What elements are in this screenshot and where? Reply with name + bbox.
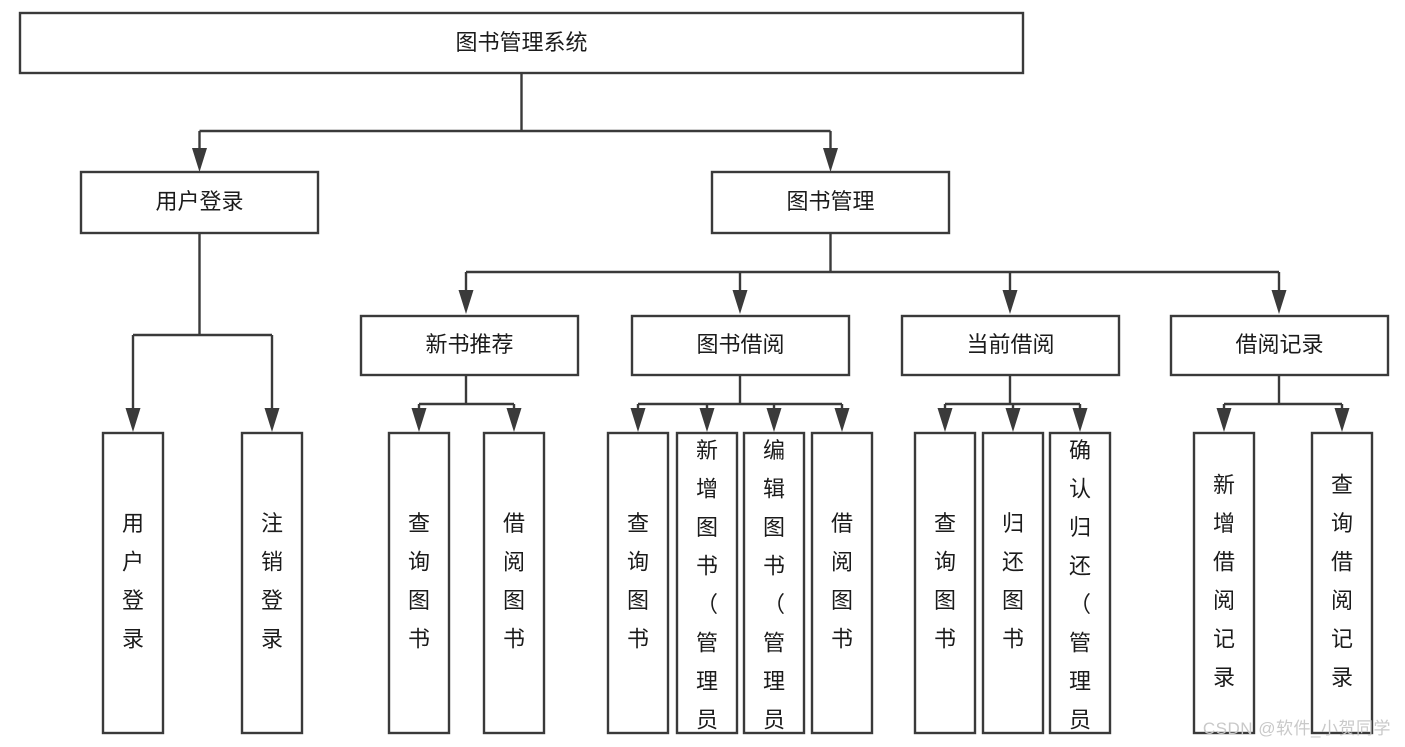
node-leaf-8-label: 借阅图书: [831, 511, 853, 652]
node-leaf-2[interactable]: 注销登录: [240, 431, 304, 735]
node-records-label: 借阅记录: [1235, 332, 1323, 357]
node-login-label: 用户登录: [155, 189, 243, 214]
node-records[interactable]: 借阅记录: [1169, 314, 1390, 377]
node-borrow-label: 图书借阅: [696, 332, 784, 357]
node-leaf-7-label: 编辑图书（管理员）: [763, 438, 785, 747]
node-leaf-4[interactable]: 借阅图书: [482, 431, 546, 735]
node-leaf-6[interactable]: 新增图书（管理员）: [675, 431, 739, 747]
node-leaf-2-label: 注销登录: [261, 511, 283, 652]
connector-group-records-children: [1216, 375, 1350, 432]
node-leaf-13-label: 查询借阅记录: [1331, 473, 1353, 691]
node-leaf-10-label: 归还图书: [1002, 511, 1024, 652]
node-leaf-13-box[interactable]: [1310, 431, 1374, 735]
node-leaf-4-label: 借阅图书: [503, 511, 525, 652]
connector-group-borrow-children: [630, 375, 850, 432]
node-leaf-12-box[interactable]: [1192, 431, 1256, 735]
arrow-head-to-newbook: [458, 290, 474, 314]
node-newbook-label: 新书推荐: [425, 332, 513, 357]
node-newbook[interactable]: 新书推荐: [359, 314, 580, 377]
arrow-head-to-borrow: [732, 290, 748, 314]
node-leaf-3-box[interactable]: [387, 431, 451, 735]
node-leaf-8[interactable]: 借阅图书: [810, 431, 874, 735]
node-newbook-box[interactable]: [359, 314, 580, 377]
node-leaf-1-label: 用户登录: [122, 511, 144, 652]
node-bookmgmt-box[interactable]: [710, 170, 951, 235]
node-leaf-5[interactable]: 查询图书: [606, 431, 670, 735]
arrow-head-to-leaf-9: [937, 408, 953, 432]
node-leaf-13[interactable]: 查询借阅记录: [1310, 431, 1374, 735]
node-leaf-11-label: 确认归还（管理员）: [1069, 438, 1091, 747]
node-bookmgmt-label: 图书管理: [786, 189, 874, 214]
arrow-head-to-leaf-4: [506, 408, 522, 432]
connector-group-newbook-children: [411, 375, 522, 432]
arrow-head-to-records: [1271, 290, 1287, 314]
node-leaf-4-box[interactable]: [482, 431, 546, 735]
node-borrow-box[interactable]: [630, 314, 851, 377]
node-leaf-10-box[interactable]: [981, 431, 1045, 735]
connector-group-current-children: [937, 375, 1088, 432]
node-leaf-3[interactable]: 查询图书: [387, 431, 451, 735]
node-current[interactable]: 当前借阅: [900, 314, 1121, 377]
node-leaf-7-box[interactable]: [742, 431, 806, 735]
node-leaf-11[interactable]: 确认归还（管理员）: [1048, 431, 1112, 747]
node-leaf-12[interactable]: 新增借阅记录: [1192, 431, 1256, 735]
node-current-label: 当前借阅: [966, 332, 1054, 357]
node-leaf-9-box[interactable]: [913, 431, 977, 735]
arrow-head-to-leaf-13: [1334, 408, 1350, 432]
node-leaf-9[interactable]: 查询图书: [913, 431, 977, 735]
arrow-head-to-current: [1002, 290, 1018, 314]
node-records-box[interactable]: [1169, 314, 1390, 377]
arrow-head-to-leaf-11: [1072, 408, 1088, 432]
connector-group-bookmgmt-children: [458, 233, 1287, 314]
node-leaf-6-box[interactable]: [675, 431, 739, 735]
arrow-head-to-leaf-6: [699, 408, 715, 432]
arrow-head-to-leaf-2: [264, 408, 280, 432]
node-current-box[interactable]: [900, 314, 1121, 377]
node-root[interactable]: 图书管理系统: [18, 11, 1025, 75]
node-login-box[interactable]: [79, 170, 320, 235]
node-root-box[interactable]: [18, 11, 1025, 75]
arrow-head-to-leaf-8: [834, 408, 850, 432]
node-leaf-7[interactable]: 编辑图书（管理员）: [742, 431, 806, 747]
node-bookmgmt[interactable]: 图书管理: [710, 170, 951, 235]
arrow-head-to-leaf-3: [411, 408, 427, 432]
connector-group-login-children: [125, 233, 280, 432]
node-leaf-1[interactable]: 用户登录: [101, 431, 165, 735]
node-leaf-5-box[interactable]: [606, 431, 670, 735]
arrow-head-to-leaf-12: [1216, 408, 1232, 432]
node-leaf-10[interactable]: 归还图书: [981, 431, 1045, 735]
connector-group-root: [192, 73, 838, 172]
node-leaf-11-box[interactable]: [1048, 431, 1112, 735]
node-leaf-8-box[interactable]: [810, 431, 874, 735]
arrow-head-to-bookmgmt: [823, 148, 838, 172]
arrow-head-to-leaf-1: [125, 408, 141, 432]
node-leaf-2-box[interactable]: [240, 431, 304, 735]
arrow-head-to-leaf-10: [1005, 408, 1021, 432]
node-root-label: 图书管理系统: [455, 30, 587, 55]
node-leaf-5-label: 查询图书: [627, 511, 649, 652]
node-login[interactable]: 用户登录: [79, 170, 320, 235]
node-leaf-12-label: 新增借阅记录: [1213, 473, 1235, 691]
node-leaf-9-label: 查询图书: [934, 511, 956, 652]
node-leaf-1-box[interactable]: [101, 431, 165, 735]
node-leaf-6-label: 新增图书（管理员）: [696, 438, 718, 747]
arrow-head-to-login: [192, 148, 207, 172]
arrow-head-to-leaf-7: [766, 408, 782, 432]
node-leaf-3-label: 查询图书: [408, 511, 430, 652]
node-borrow[interactable]: 图书借阅: [630, 314, 851, 377]
arrow-head-to-leaf-5: [630, 408, 646, 432]
